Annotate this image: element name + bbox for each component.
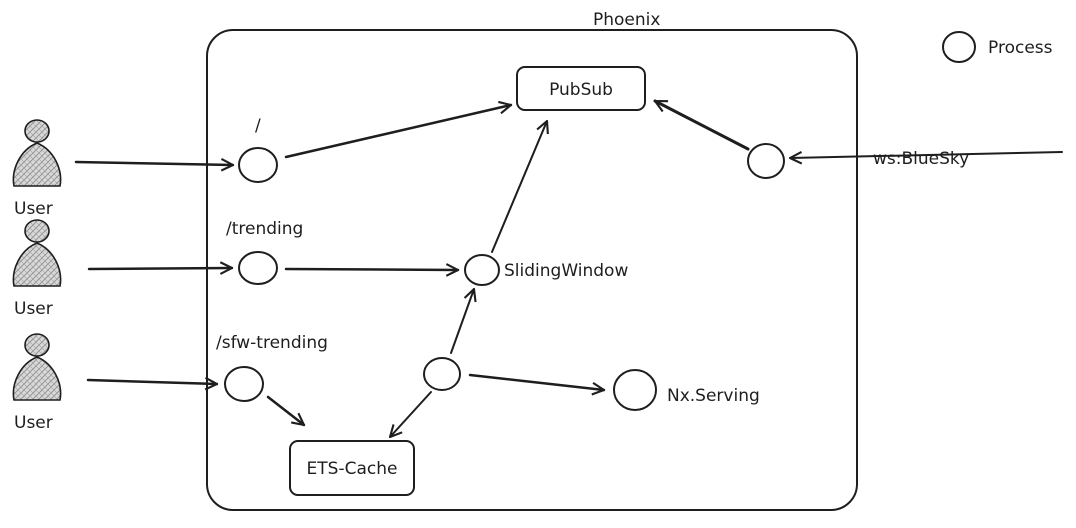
arrow-bluesky-pubsub (653, 99, 750, 151)
arrow-sliding-window-pubsub (491, 119, 549, 253)
arrow-user-trending (87, 261, 234, 275)
user-label: User (14, 413, 53, 433)
trending-route-label: /trending (226, 219, 303, 239)
nx-serving-process (613, 369, 657, 411)
root-route-label: / (255, 116, 261, 136)
arrow-sfw-trending-ets-cache (266, 395, 306, 427)
user-label: User (14, 199, 53, 219)
legend: Process (942, 31, 1053, 63)
arrow-user-sfw-trending (86, 376, 219, 391)
arrow-cache-writer-nx-serving (468, 373, 606, 396)
phoenix-container (206, 29, 858, 511)
user-label: User (14, 299, 53, 319)
bluesky-process (747, 143, 785, 179)
cache-writer-process (423, 357, 461, 391)
user-figure: User (12, 219, 62, 319)
arrow-root-pubsub (284, 100, 513, 159)
ets-cache-label: ETS-Cache (307, 459, 398, 479)
pubsub-node: PubSub (516, 66, 646, 111)
arrow-cache-writer-sliding-window (450, 287, 477, 354)
arrow-trending-sliding-window (284, 263, 460, 277)
pubsub-label: PubSub (549, 80, 613, 100)
phoenix-label: Phoenix (593, 10, 660, 30)
legend-process-circle (942, 31, 976, 63)
sliding-window-label: SlidingWindow (504, 261, 628, 281)
arrow-cache-writer-ets-cache (388, 391, 432, 439)
root-process (238, 147, 278, 183)
sfw-trending-route-label: /sfw-trending (216, 333, 328, 353)
ets-cache-node: ETS-Cache (289, 440, 415, 496)
trending-process (238, 251, 278, 285)
arrow-user-root (74, 158, 235, 172)
nx-serving-label: Nx.Serving (667, 386, 760, 406)
legend-process-label: Process (988, 38, 1053, 58)
arrow-external-bluesky (788, 150, 1063, 165)
sliding-window-process (464, 254, 500, 286)
bluesky-label: ws:BlueSky (873, 149, 969, 169)
sfw-trending-process (224, 366, 264, 402)
user-figure: User (12, 333, 62, 433)
user-figure: User (12, 119, 62, 219)
